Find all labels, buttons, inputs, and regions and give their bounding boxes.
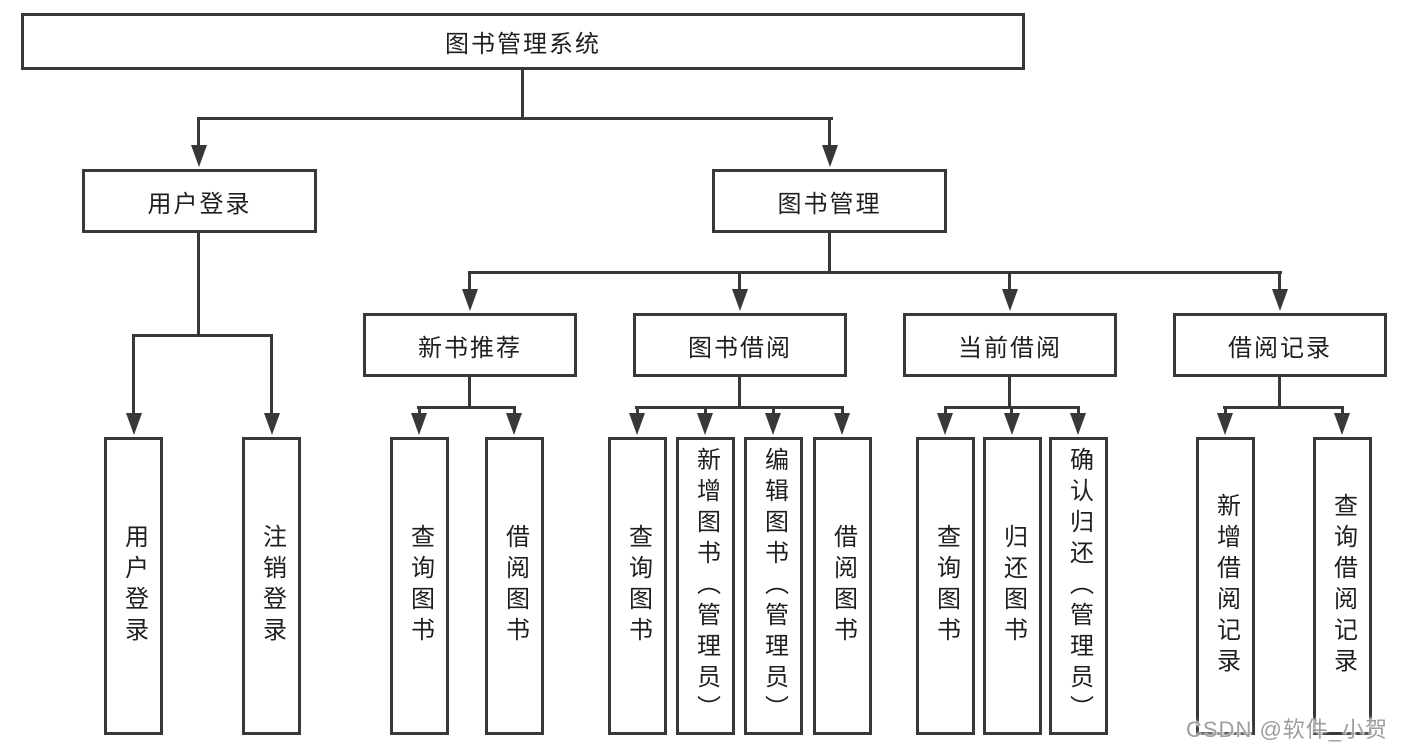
connector-drop-leaf xyxy=(944,406,947,416)
node-book-borrow: 图书借阅 xyxy=(633,313,847,377)
connector-user-login-hline xyxy=(132,334,273,337)
connector-drop-leaf xyxy=(1077,406,1080,416)
arrow-down-icon xyxy=(411,413,427,435)
leaf-add-borrow-record: 新增借阅记录 xyxy=(1196,437,1255,735)
arrow-down-icon xyxy=(732,289,748,311)
connector-borrow-records-hline xyxy=(1223,406,1343,409)
connector-drop-new-book xyxy=(468,271,471,291)
connector-drop-book-management xyxy=(828,117,831,148)
connector-drop-leaf xyxy=(132,334,135,414)
node-borrow-records: 借阅记录 xyxy=(1173,313,1387,377)
connector-drop-leaf xyxy=(636,406,639,416)
connector-drop-current-borrow xyxy=(1008,271,1011,291)
leaf-confirm-return-admin: 确认归还（管理员） xyxy=(1049,437,1108,735)
arrow-down-icon xyxy=(506,413,522,435)
arrow-down-icon xyxy=(697,413,713,435)
node-book-management-system: 图书管理系统 xyxy=(21,13,1025,70)
arrow-down-icon xyxy=(629,413,645,435)
arrow-down-icon xyxy=(1070,413,1086,435)
arrow-down-icon xyxy=(1004,413,1020,435)
connector-drop-leaf xyxy=(1341,406,1344,416)
leaf-add-book-admin: 新增图书（管理员） xyxy=(676,437,735,735)
connector-drop-leaf xyxy=(1010,406,1013,416)
connector-current-borrow-stub xyxy=(1008,377,1011,408)
arrow-down-icon xyxy=(264,413,280,435)
leaf-query-borrow-record: 查询借阅记录 xyxy=(1313,437,1372,735)
node-user-login: 用户登录 xyxy=(82,169,317,233)
leaf-borrow-books-recommend: 借阅图书 xyxy=(485,437,544,735)
connector-root-stub xyxy=(521,69,524,118)
leaf-return-book: 归还图书 xyxy=(983,437,1042,735)
arrow-down-icon xyxy=(1334,413,1350,435)
arrow-down-icon xyxy=(1002,289,1018,311)
arrow-down-icon xyxy=(1272,289,1288,311)
leaf-borrow-books: 借阅图书 xyxy=(813,437,872,735)
connector-new-book-stub xyxy=(468,377,471,408)
connector-drop-leaf xyxy=(841,406,844,416)
leaf-user-login: 用户登录 xyxy=(104,437,163,735)
node-current-borrow: 当前借阅 xyxy=(903,313,1117,377)
connector-level3-hline xyxy=(468,271,1282,274)
connector-drop-leaf xyxy=(418,406,421,416)
arrow-down-icon xyxy=(834,413,850,435)
connector-drop-user-login xyxy=(197,117,200,148)
connector-book-management-stub xyxy=(828,233,831,273)
leaf-query-books-recommend: 查询图书 xyxy=(390,437,449,735)
node-new-book-recommend: 新书推荐 xyxy=(363,313,577,377)
arrow-down-icon xyxy=(462,289,478,311)
leaf-query-books-current: 查询图书 xyxy=(916,437,975,735)
connector-new-book-hline xyxy=(417,406,516,409)
connector-drop-leaf xyxy=(1224,406,1227,416)
connector-borrow-records-stub xyxy=(1278,377,1281,408)
connector-drop-leaf xyxy=(704,406,707,416)
connector-book-borrow-hline xyxy=(635,406,844,409)
connector-drop-borrow-records xyxy=(1278,271,1281,291)
connector-book-borrow-stub xyxy=(738,377,741,408)
leaf-query-books-borrow: 查询图书 xyxy=(608,437,667,735)
leaf-logout: 注销登录 xyxy=(242,437,301,735)
arrow-down-icon xyxy=(1217,413,1233,435)
arrow-down-icon xyxy=(191,145,207,167)
arrow-down-icon xyxy=(937,413,953,435)
watermark: CSDN @软件_小贺同学 xyxy=(1186,717,1389,742)
connector-drop-leaf xyxy=(270,334,273,414)
arrow-down-icon xyxy=(822,145,838,167)
node-book-management: 图书管理 xyxy=(712,169,947,233)
arrow-down-icon xyxy=(765,413,781,435)
leaf-edit-book-admin: 编辑图书（管理员） xyxy=(744,437,803,735)
connector-level2-hline xyxy=(197,117,833,120)
connector-drop-leaf xyxy=(513,406,516,416)
connector-drop-leaf xyxy=(772,406,775,416)
arrow-down-icon xyxy=(126,413,142,435)
connector-drop-book-borrow xyxy=(738,271,741,291)
connector-user-login-stub xyxy=(197,233,200,336)
